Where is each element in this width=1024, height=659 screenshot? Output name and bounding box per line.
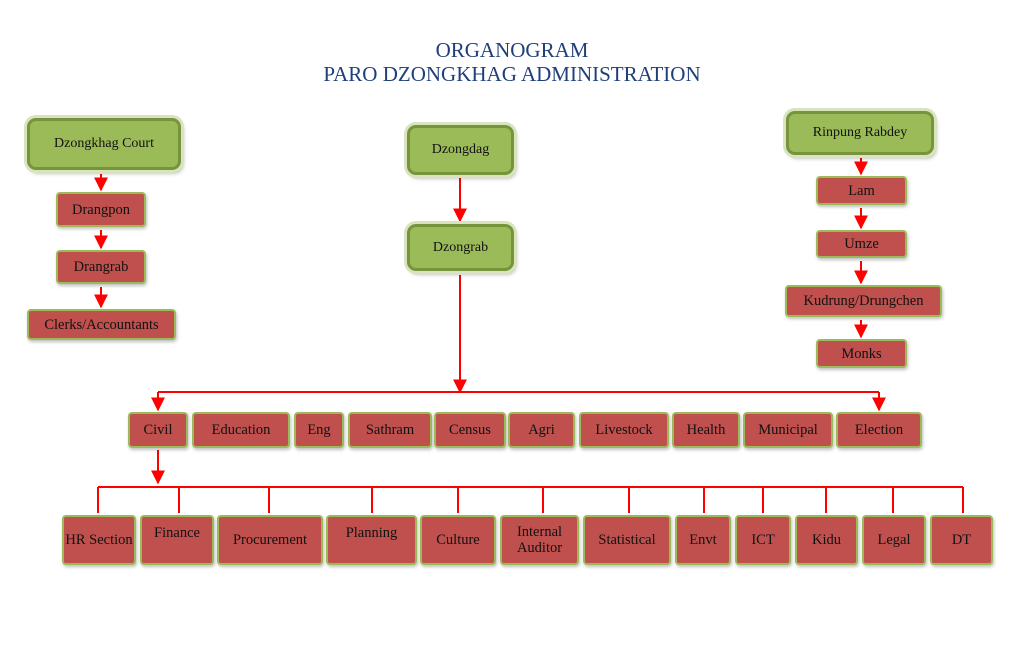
rabdey-chain-0-box: Lam xyxy=(816,176,907,205)
sector-livestock-box: Livestock xyxy=(579,412,669,448)
court-chain-1-box: Drangrab xyxy=(56,250,146,284)
dzongdag-box: Dzongdag xyxy=(407,125,514,175)
sector-census-box: Census xyxy=(434,412,506,448)
unit-hr-section-box: HR Section xyxy=(62,515,136,565)
sector-election-box: Election xyxy=(836,412,922,448)
diagram-subtitle: PARO DZONGKHAG ADMINISTRATION xyxy=(323,62,701,86)
unit-envt-box: Envt xyxy=(675,515,731,565)
sector-sathram-box: Sathram xyxy=(348,412,432,448)
sector-eng-box: Eng xyxy=(294,412,344,448)
court-chain-2-box: Clerks/Accountants xyxy=(27,309,176,340)
rabdey-chain-3-box: Monks xyxy=(816,339,907,368)
dzongrab-box: Dzongrab xyxy=(407,224,514,271)
unit-statistical-box: Statistical xyxy=(583,515,671,565)
unit-internal-auditor-box: Internal Auditor xyxy=(500,515,579,565)
unit-legal-box: Legal xyxy=(862,515,926,565)
unit-culture-box: Culture xyxy=(420,515,496,565)
unit-procurement-box: Procurement xyxy=(217,515,323,565)
diagram-title: ORGANOGRAM xyxy=(435,38,589,62)
sector-education-box: Education xyxy=(192,412,290,448)
unit-planning-box: Planning xyxy=(326,515,417,565)
court-head-box: Dzongkhag Court xyxy=(27,118,181,170)
unit-ict-box: ICT xyxy=(735,515,791,565)
unit-kidu-box: Kidu xyxy=(795,515,858,565)
unit-dt-box: DT xyxy=(930,515,993,565)
court-chain-0-box: Drangpon xyxy=(56,192,146,227)
sector-agri-box: Agri xyxy=(508,412,575,448)
rabdey-chain-2-box: Kudrung/Drungchen xyxy=(785,285,942,317)
unit-finance-box: Finance xyxy=(140,515,214,565)
sector-health-box: Health xyxy=(672,412,740,448)
sector-municipal-box: Municipal xyxy=(743,412,833,448)
rabdey-head-box: Rinpung Rabdey xyxy=(786,111,934,155)
sector-civil-box: Civil xyxy=(128,412,188,448)
rabdey-chain-1-box: Umze xyxy=(816,230,907,258)
